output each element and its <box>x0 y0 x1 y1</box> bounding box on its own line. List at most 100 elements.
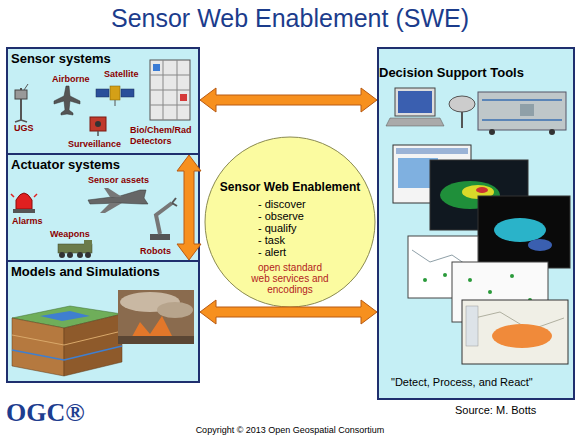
screenshot-images-part <box>423 278 427 282</box>
dish-trailer-icon <box>449 92 566 135</box>
double-arrow <box>177 155 201 260</box>
logo-text: OGC® <box>6 398 85 428</box>
surveillance-icon-part <box>97 131 99 136</box>
section-heading: Sensor systems <box>11 51 111 67</box>
screenshot-images-part <box>412 250 474 270</box>
fire-photo <box>118 290 194 344</box>
dish-trailer-icon-part <box>520 104 534 116</box>
screenshot-images-part <box>468 278 472 282</box>
detector-icon-part <box>150 90 190 91</box>
ugs-icon <box>15 84 28 122</box>
fire-photo-part <box>157 302 193 318</box>
alarm-icon-part <box>34 194 37 197</box>
swe-hub-circle: Sensor Web Enablement - discover- observe… <box>204 136 376 308</box>
screenshot-images-part <box>510 274 514 278</box>
screenshot-images-part <box>492 324 552 348</box>
item-label: Satellite <box>104 69 139 80</box>
alarm-icon <box>11 193 37 213</box>
laptop-icon-part <box>395 88 435 116</box>
screenshot-images-part <box>396 148 468 154</box>
capability-item: - qualify <box>258 222 297 234</box>
screenshot-images-part <box>440 181 500 209</box>
page-title: Sensor Web Enablement (SWE) <box>0 3 580 33</box>
satellite-icon-part <box>110 86 120 100</box>
dish-trailer-icon-part <box>549 129 555 135</box>
screenshot-images-part <box>488 290 492 294</box>
ugs-icon-part <box>21 120 27 122</box>
screenshot-images-part <box>393 145 471 203</box>
terrain-model-part <box>64 346 122 360</box>
weapons-icon-part <box>59 252 65 258</box>
screenshot-images-part <box>494 218 546 242</box>
screenshot-images <box>393 145 570 364</box>
ugs-icon-part <box>15 120 21 122</box>
alarm-icon-part <box>13 209 35 213</box>
weapons-icon-part <box>58 244 92 253</box>
alarm-icon-part <box>11 194 14 197</box>
screenshot-images-part <box>443 273 447 277</box>
weapons-icon-part <box>84 240 92 245</box>
terrain-model-part <box>12 306 122 328</box>
standards-note: open standard web services and encodings <box>250 262 330 295</box>
models-section: Models and Simulations <box>6 260 200 383</box>
terrain-model-part <box>12 318 64 376</box>
surveillance-icon <box>90 117 106 136</box>
tagline: "Detect, Process, and React" <box>391 375 533 389</box>
item-label: Surveillance <box>68 139 121 150</box>
terrain-model-part <box>12 350 64 360</box>
ugs-icon-part <box>15 90 27 99</box>
hub-circle-shape <box>205 137 375 307</box>
satellite-icon-part <box>96 89 109 97</box>
ugs-icon-part <box>20 88 22 120</box>
screenshot-images-part <box>478 196 570 268</box>
screenshot-images-part <box>458 286 462 290</box>
section-heading: Decision Support Tools <box>379 65 573 81</box>
robot-icon-part <box>172 198 176 203</box>
dish-trailer-icon-part <box>482 119 562 121</box>
screenshot-images-part <box>528 239 552 251</box>
section-heading: Actuator systems <box>11 157 120 173</box>
capability-item: - alert <box>258 246 286 258</box>
fire-photo-part <box>120 292 180 312</box>
dish-trailer-icon-part <box>489 129 495 135</box>
detector-icon-part <box>180 94 187 101</box>
screenshot-images-part <box>452 262 548 322</box>
robot-icon-part <box>156 203 172 234</box>
item-label: Robots <box>140 246 171 257</box>
screenshot-images-part <box>462 300 568 364</box>
detector-icon-part <box>163 60 164 120</box>
double-arrow <box>200 300 377 324</box>
fire-photo-part <box>118 290 194 344</box>
capability-item: - observe <box>258 210 304 222</box>
terrain-model-part <box>64 314 122 376</box>
weapons-icon-part <box>77 252 83 258</box>
actuator-section: Actuator systemsSensor assetsAlarmsWeapo… <box>6 153 200 262</box>
copyright-note: Copyright © 2013 Open Geospatial Consort… <box>0 425 580 436</box>
hub-title: Sensor Web Enablement <box>204 180 376 195</box>
capability-item: - discover <box>258 198 306 210</box>
detector-icon-part <box>153 64 160 71</box>
section-heading: Models and Simulations <box>11 264 160 280</box>
dish-trailer-icon-part <box>449 96 475 112</box>
decision-tools-panel: Decision Support Tools "Detect, Process, … <box>377 47 575 400</box>
screenshot-images-part <box>476 187 488 193</box>
detector-icon-part <box>177 60 178 120</box>
uav-icon-part <box>88 190 148 204</box>
source-note: Source: M. Botts <box>455 404 536 417</box>
dish-trailer-icon-part <box>461 108 463 128</box>
terrain-model <box>12 306 122 376</box>
screenshot-images-part <box>466 306 478 346</box>
item-label: Alarms <box>12 216 43 227</box>
fire-photo-part <box>128 316 186 344</box>
screenshot-images-part <box>466 312 564 330</box>
terrain-model-part <box>12 335 64 345</box>
item-label: Bio/Chem/Rad Detectors <box>130 125 196 147</box>
uav-icon <box>88 188 148 213</box>
fire-photo-part <box>118 336 194 344</box>
uav-icon-part <box>100 203 122 213</box>
alarm-icon-part <box>16 193 32 209</box>
detector-icon-part <box>150 105 190 106</box>
weapons-icon <box>58 240 92 258</box>
